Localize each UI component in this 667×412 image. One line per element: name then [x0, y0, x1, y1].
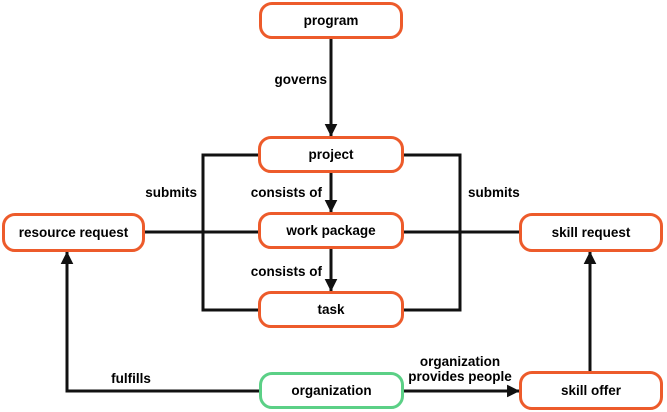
node-skill-offer-label: skill offer [560, 383, 622, 398]
node-resource-request-label: resource request [18, 225, 129, 240]
edge-fulfills-line [60, 251, 259, 393]
node-project-label: project [308, 147, 354, 162]
edge-label-work-package-consists-of: consists of [250, 264, 322, 279]
edge-label-project-consists-of: consists of [250, 185, 322, 200]
node-organization-label: organization [291, 383, 372, 398]
node-project[interactable]: project [258, 136, 404, 173]
node-organization[interactable]: organization [259, 372, 404, 409]
edge-label-submits-left: submits [145, 185, 197, 200]
node-skill-request-label: skill request [551, 225, 631, 240]
node-work-package-label: work package [286, 223, 376, 238]
edge-label-governs: governs [274, 72, 327, 87]
node-skill-offer[interactable]: skill offer [519, 371, 663, 410]
edge-label-fulfills: fulfills [111, 371, 151, 386]
node-skill-request[interactable]: skill request [519, 213, 663, 252]
node-task[interactable]: task [258, 291, 404, 328]
node-resource-request[interactable]: resource request [2, 213, 145, 252]
edge-label-submits-right: submits [468, 185, 520, 200]
node-program-label: program [303, 13, 359, 28]
node-task-label: task [317, 302, 345, 317]
node-program[interactable]: program [259, 2, 403, 39]
node-work-package[interactable]: work package [258, 212, 404, 249]
edge-label-provides-people: organization provides people [403, 354, 517, 384]
edge-label-provides-people-line1: organization [419, 354, 501, 369]
edge-label-provides-people-line2: provides people [408, 369, 512, 384]
